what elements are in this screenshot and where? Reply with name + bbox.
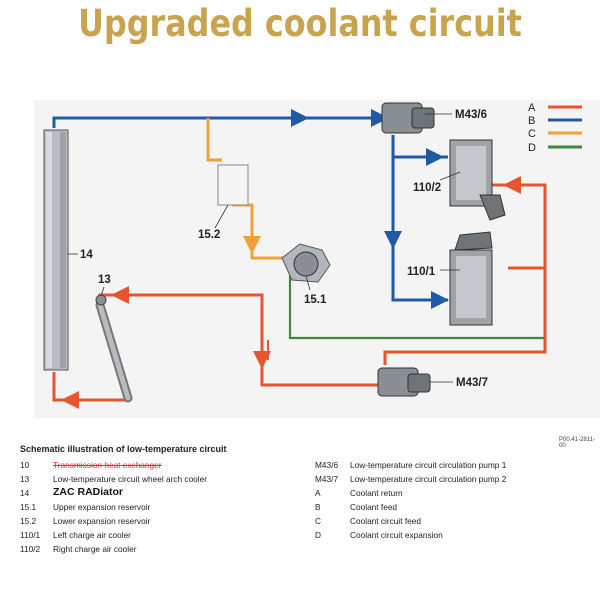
table-code-m43-7: M43/7 <box>315 474 339 484</box>
table-code-m43-6: M43/6 <box>315 460 339 470</box>
table-text-110-2: Right charge air cooler <box>53 544 137 554</box>
table-heading: Schematic illustration of low-temperatur… <box>20 444 227 454</box>
label-110-1: 110/1 <box>407 266 436 278</box>
leader-15-2 <box>214 204 229 229</box>
reference-code: P00.41-2811-00 <box>559 437 595 449</box>
charge-air-cooler-110-1 <box>449 231 493 326</box>
table-text-13: Low-temperature circuit wheel arch coole… <box>53 474 208 484</box>
table-text-110-1: Left charge air cooler <box>53 530 131 540</box>
table-text-14: ZAC RADiator <box>53 486 123 498</box>
page-title: Upgraded coolant circuit <box>78 2 522 45</box>
legend-letter-d: D <box>528 142 536 154</box>
lower-expansion-reservoir-15-2 <box>217 164 249 206</box>
feed-lines <box>52 109 449 309</box>
leader-15-1 <box>305 275 311 291</box>
label-13: 13 <box>98 274 111 286</box>
table-code-15-2: 15.2 <box>20 516 37 526</box>
table-code-14: 14 <box>20 488 30 498</box>
table-text-d: Coolant circuit expansion <box>350 530 443 540</box>
pump-m43-7 <box>377 367 431 397</box>
table-code-110-1: 110/1 <box>20 530 41 540</box>
table-text-c: Coolant circuit feed <box>350 516 422 526</box>
label-110-2: 110/2 <box>413 182 441 194</box>
table-code-15-1: 15.1 <box>20 502 37 512</box>
table-code-13: 13 <box>20 474 30 484</box>
line-legend: A B C D <box>528 102 582 154</box>
table-text-15-2: Lower expansion reservoir <box>53 516 151 526</box>
table-text-15-1: Upper expansion reservoir <box>53 502 151 512</box>
legend-letter-a: A <box>528 102 536 114</box>
table-text-m43-7: Low-temperature circuit circulation pump… <box>350 474 507 484</box>
table-code-10: 10 <box>20 460 30 470</box>
radiator-14 <box>43 129 69 371</box>
table-code-a: A <box>315 488 321 498</box>
leader-110-2 <box>439 171 461 181</box>
table-code-110-2: 110/2 <box>20 544 41 554</box>
table-text-10: Transmission heat exchanger <box>53 460 162 470</box>
table-text-m43-6: Low-temperature circuit circulation pump… <box>350 460 507 470</box>
table-text-a: Coolant return <box>350 488 403 498</box>
table-code-d: D <box>315 530 321 540</box>
leader-13 <box>100 286 105 297</box>
legend-letter-c: C <box>528 128 536 140</box>
table-text-b: Coolant feed <box>350 502 398 512</box>
table-code-b: B <box>315 502 321 512</box>
label-15-2: 15.2 <box>198 229 220 241</box>
label-15-1: 15.1 <box>304 294 327 306</box>
label-14: 14 <box>80 249 93 261</box>
pump-m43-6 <box>381 102 435 134</box>
table-code-c: C <box>315 516 321 526</box>
label-m43-6: M43/6 <box>455 109 487 121</box>
label-m43-7: M43/7 <box>456 377 488 389</box>
legend-letter-b: B <box>528 115 535 127</box>
